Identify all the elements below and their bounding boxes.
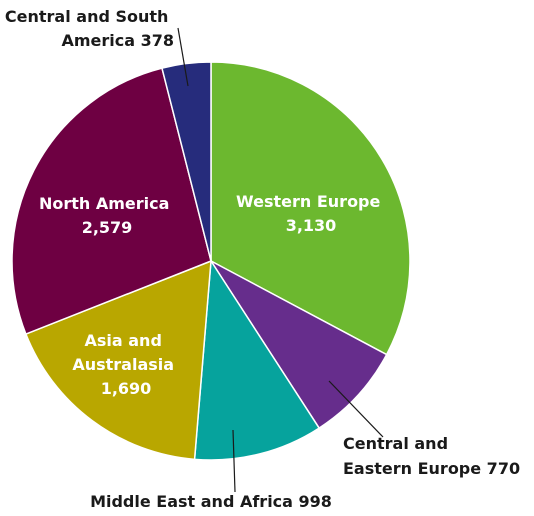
pie-slice-central-and-south-america [161,61,212,262]
label-middle-east-africa-line1: Middle East and Africa 998 [90,492,332,511]
label-central-eastern-europe-line2: Eastern Europe 770 [343,459,520,478]
label-central-eastern-europe-line1: Central and [343,434,448,453]
leader-lines [177,27,384,493]
label-north-america-name: North America [39,194,169,213]
pie-slice-asia-and-australasia [24,259,212,461]
label-north-america-value: 2,579 [82,218,133,237]
pie-slice-western-europe [210,61,411,356]
label-asia-australasia: Asia and Australasia 1,690 [72,331,179,398]
leader-line-middle-east-africa [232,429,236,493]
slice-labels: Western Europe 3,130 North America 2,579… [5,7,520,511]
label-western-europe: Western Europe 3,130 [236,192,386,235]
label-middle-east-africa: Middle East and Africa 998 [90,492,332,511]
label-asia-australasia-line1: Asia and [85,331,162,350]
leader-line-central-eastern-europe [328,380,384,438]
label-central-south-america-line1: Central and South [5,7,169,26]
label-north-america: North America 2,579 [39,194,175,237]
leader-line-central-south-america [177,27,189,87]
pie-slice-central-and-eastern-europe [208,258,388,430]
label-western-europe-value: 3,130 [286,216,337,235]
label-asia-australasia-line2: Australasia [72,355,174,374]
label-western-europe-name: Western Europe [236,192,380,211]
label-asia-australasia-value: 1,690 [101,379,152,398]
label-central-eastern-europe: Central and Eastern Europe 770 [343,434,520,478]
pie-slice-north-america [11,67,212,335]
pie-slice-middle-east-and-africa [193,258,321,461]
label-central-south-america: Central and South America 378 [5,7,174,50]
label-central-south-america-line2: America 378 [61,31,174,50]
pie-slices [11,61,411,461]
